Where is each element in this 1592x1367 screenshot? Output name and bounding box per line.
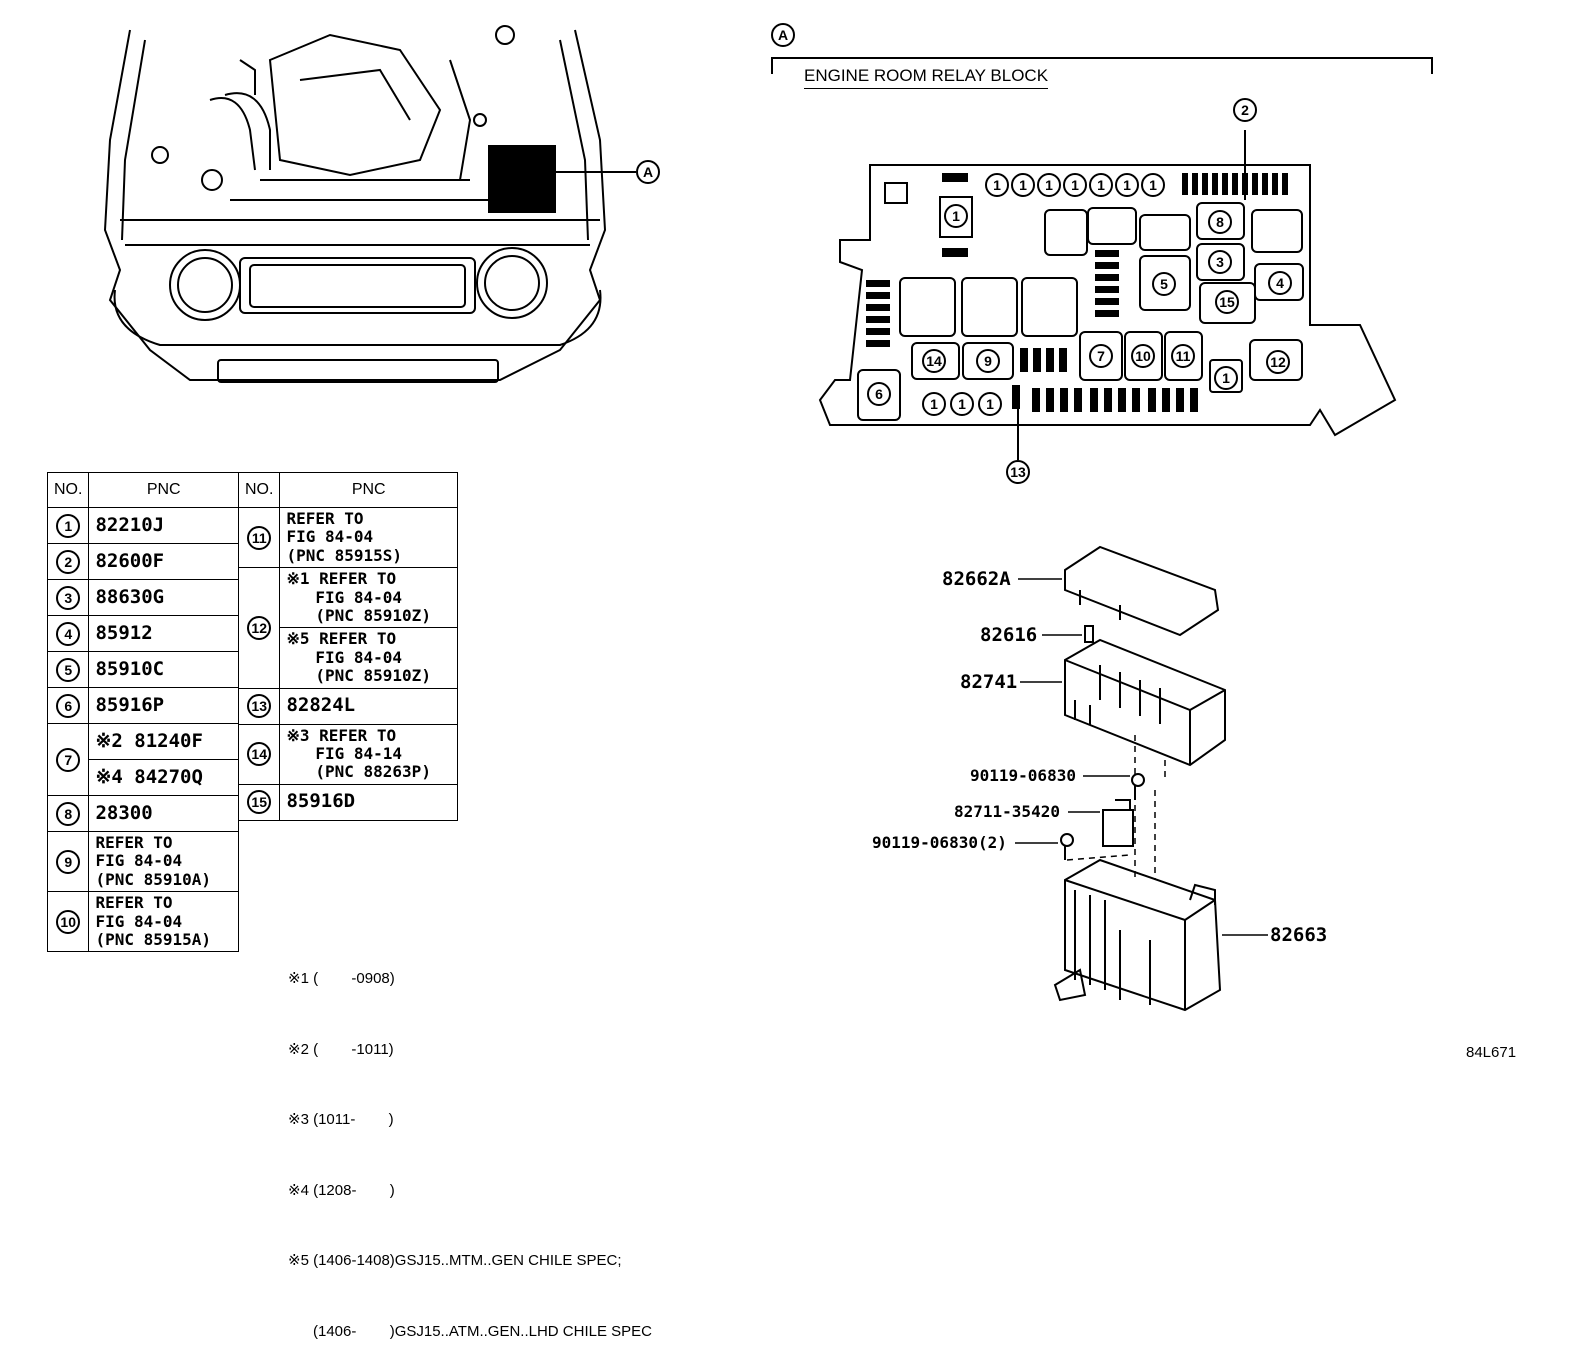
marker-12: 12 [1266, 350, 1290, 374]
table-row: 10 REFER TO FIG 84-04 (PNC 85915A) [46, 891, 239, 953]
marker-1: 1 [1063, 173, 1087, 197]
footnote: (1406- )GSJ15..ATM..GEN..LHD CHILE SPEC [288, 1322, 652, 1340]
part-label-bolt: 90119-06830 [970, 766, 1076, 785]
marker-11: 11 [1171, 344, 1195, 368]
marker-1: 1 [1089, 173, 1113, 197]
part-label-block: 82741 [960, 671, 1018, 693]
marker-10: 10 [1131, 344, 1155, 368]
marker-2: 2 [1233, 98, 1257, 122]
pnc-value: REFER TO FIG 84-04 (PNC 85915A) [88, 891, 239, 953]
marker-15: 15 [1215, 290, 1239, 314]
row-number: 12 [247, 615, 272, 640]
table-row: 8 28300 [46, 795, 239, 832]
table-row: 13 82824L [237, 687, 458, 725]
relay-block-location [488, 145, 556, 213]
marker-3: 3 [1208, 250, 1232, 274]
pnc-value: 82824L [279, 687, 458, 725]
footnote: ※3 (1011- ) [288, 1111, 394, 1128]
table-row: 3 88630G [46, 579, 239, 616]
row-number: 10 [56, 909, 81, 934]
row-number: 4 [56, 621, 81, 646]
section-title: ENGINE ROOM RELAY BLOCK [804, 66, 1049, 89]
marker-1: 1 [950, 392, 974, 416]
table-row: 1 82210J [46, 507, 239, 544]
table-row: 4 85912 [46, 615, 239, 652]
part-label-bracket: 82711-35420 [954, 802, 1060, 821]
marker-13: 13 [1006, 460, 1030, 484]
marker-1: 1 [922, 392, 946, 416]
marker-5: 5 [1152, 272, 1176, 296]
section-bracket [771, 57, 1433, 74]
marker-1: 1 [978, 392, 1002, 416]
pnc-value: 88630G [88, 579, 239, 616]
row-number: 5 [56, 657, 81, 682]
footnote: ※4 (1208- ) [288, 1181, 395, 1199]
row-number: 15 [247, 790, 272, 815]
row-number: 13 [247, 694, 272, 719]
row-number: 14 [247, 742, 272, 767]
callout-a-engine-bay: A [636, 160, 660, 184]
pnc-value: 82210J [88, 507, 239, 544]
marker-6: 6 [867, 382, 891, 406]
engine-bay-illustration [103, 25, 636, 383]
table-row: 14 ※3 REFER TO FIG 84-14 (PNC 88263P) [237, 723, 458, 785]
marker-1: 1 [1214, 366, 1238, 390]
marker-1: 1 [1037, 173, 1061, 197]
footnote: ※2 ( -1011) [288, 1040, 394, 1058]
row-number: 7 [56, 747, 81, 772]
row-number: 3 [56, 585, 81, 610]
relay-block-diagram [818, 130, 1397, 460]
callout-a-section: A [771, 23, 795, 47]
part-label-case: 82663 [1270, 924, 1328, 946]
table-row: 9 REFER TO FIG 84-04 (PNC 85910A) [46, 830, 239, 893]
row-number: 11 [247, 525, 272, 550]
footnote: ※1 ( -0908) [288, 970, 395, 987]
table-row: 12 ※1 REFER TO FIG 84-04 (PNC 85910Z) [237, 567, 458, 689]
diagram-code: 84L671 [1466, 1044, 1517, 1061]
marker-1: 1 [985, 173, 1009, 197]
pnc-value: ※1 REFER TO FIG 84-04 (PNC 85910Z) [279, 567, 458, 629]
pnc-value: ※3 REFER TO FIG 84-14 (PNC 88263P) [279, 723, 458, 785]
marker-7: 7 [1089, 344, 1113, 368]
footnote: ※5 (1406-1408)GSJ15..MTM..GEN CHILE SPEC… [288, 1252, 622, 1269]
marker-1: 1 [1011, 173, 1035, 197]
header-no: NO. [46, 472, 90, 508]
pnc-value: 85916D [279, 783, 458, 821]
part-label-bolt-2: 90119-06830(2) [872, 833, 1007, 852]
pnc-value: 28300 [88, 795, 239, 832]
pnc-value: REFER TO FIG 84-04 (PNC 85910A) [88, 830, 239, 893]
marker-1: 1 [1141, 173, 1165, 197]
row-number: 9 [56, 849, 81, 874]
marker-1: 1 [1115, 173, 1139, 197]
marker-9: 9 [976, 349, 1000, 373]
row-number: 8 [56, 801, 81, 826]
header-pnc: PNC [88, 472, 239, 508]
row-number: 2 [56, 549, 81, 574]
pnc-value: 85912 [88, 615, 239, 652]
marker-1: 1 [944, 204, 968, 228]
pnc-value: ※5 REFER TO FIG 84-04 (PNC 85910Z) [279, 627, 458, 689]
marker-14: 14 [922, 349, 946, 373]
marker-4: 4 [1268, 271, 1292, 295]
marker-8: 8 [1208, 210, 1232, 234]
table-row: 15 85916D [237, 783, 458, 821]
exploded-parts-view [1015, 545, 1268, 1012]
part-label-cover: 82662A [942, 568, 1011, 590]
row-number: 6 [56, 693, 81, 718]
part-label-clip: 82616 [980, 624, 1038, 646]
table-row: ※5 REFER TO FIG 84-04 (PNC 85910Z) [239, 627, 458, 689]
row-number: 1 [56, 513, 81, 538]
